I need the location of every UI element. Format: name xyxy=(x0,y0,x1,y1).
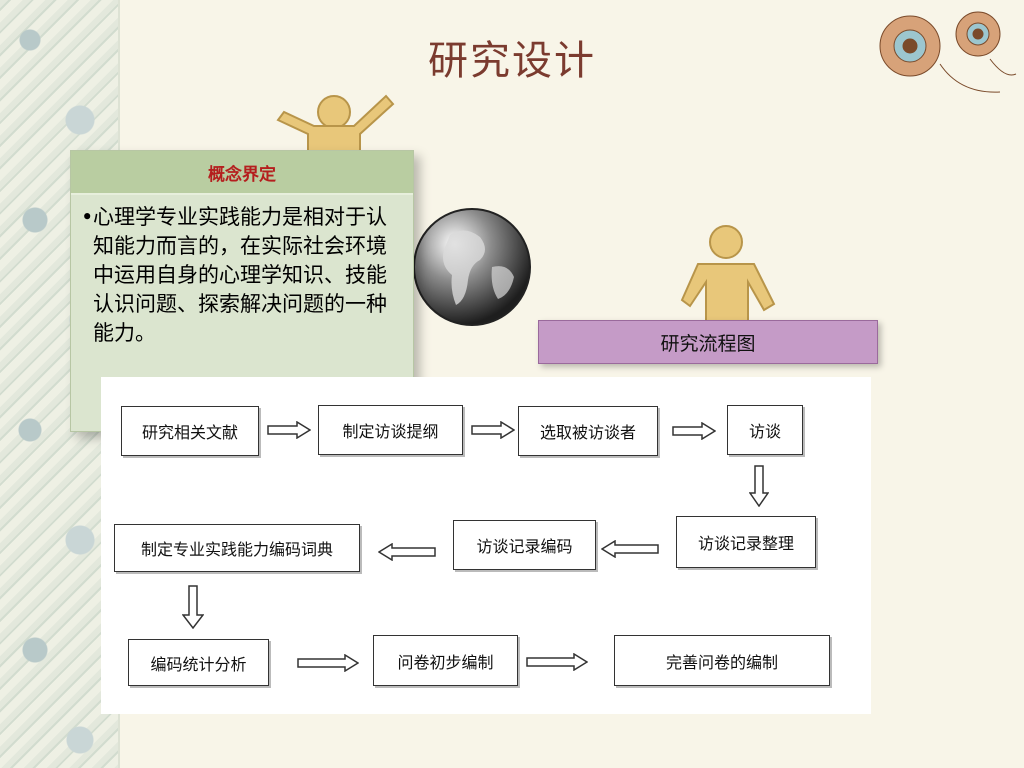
arrow-right-icon xyxy=(672,422,716,440)
step-coding-dictionary: 制定专业实践能力编码词典 xyxy=(114,524,360,572)
arrow-down-icon xyxy=(749,465,769,507)
step-initial-questionnaire: 问卷初步编制 xyxy=(373,635,518,686)
arrow-left-icon xyxy=(601,540,659,558)
arrow-right-icon xyxy=(526,653,588,671)
slide-title: 研究设计 xyxy=(428,38,596,84)
step-finalize-questionnaire: 完善问卷的编制 xyxy=(614,635,830,686)
flower-ornament-icon xyxy=(879,11,1017,93)
arrow-right-icon xyxy=(471,421,515,439)
globe-icon xyxy=(410,205,534,329)
arrow-left-icon xyxy=(378,543,436,561)
bullet: • xyxy=(81,205,94,229)
step-literature: 研究相关文献 xyxy=(121,406,259,456)
step-select-interviewees: 选取被访谈者 xyxy=(518,406,658,456)
step-interview: 访谈 xyxy=(727,405,803,455)
arrow-right-icon xyxy=(297,654,359,672)
flow-chart-panel: 研究相关文献 制定访谈提纲 选取被访谈者 访谈 访谈记录整理 访谈记录编码 制定… xyxy=(101,377,871,714)
flow-title: 研究流程图 xyxy=(538,320,878,364)
step-interview-outline: 制定访谈提纲 xyxy=(318,405,463,455)
concept-body: • 心理学专业实践能力是相对于认知能力而言的，在实际社会环境中运用自身的心理学知… xyxy=(71,195,413,348)
stick-figure-sitting-icon xyxy=(678,222,790,327)
arrow-right-icon xyxy=(267,421,311,439)
step-organize-records: 访谈记录整理 xyxy=(676,516,816,568)
arrow-down-icon xyxy=(182,585,204,629)
step-statistical-analysis: 编码统计分析 xyxy=(128,639,269,686)
concept-text: 心理学专业实践能力是相对于认知能力而言的，在实际社会环境中运用自身的心理学知识、… xyxy=(93,205,387,345)
concept-header: 概念界定 xyxy=(71,151,413,195)
step-code-records: 访谈记录编码 xyxy=(453,520,596,570)
